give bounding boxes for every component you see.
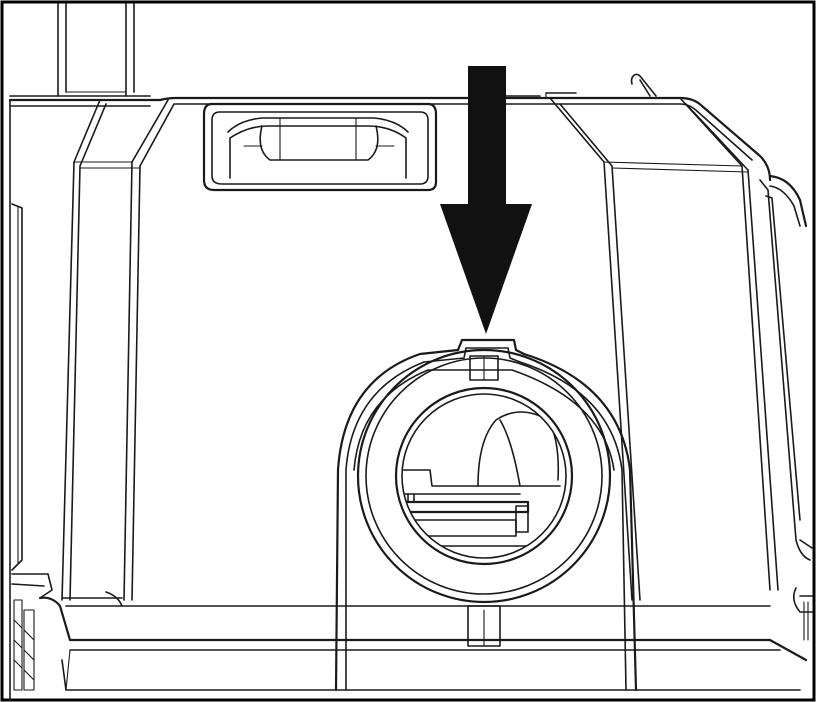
housing-body: [8, 96, 813, 701]
connector-port: [334, 338, 638, 692]
carry-handle-recess: [202, 102, 438, 192]
rear-structure: [9, 3, 657, 98]
port-internals: [402, 411, 561, 558]
arrow-down-icon: [440, 66, 532, 334]
